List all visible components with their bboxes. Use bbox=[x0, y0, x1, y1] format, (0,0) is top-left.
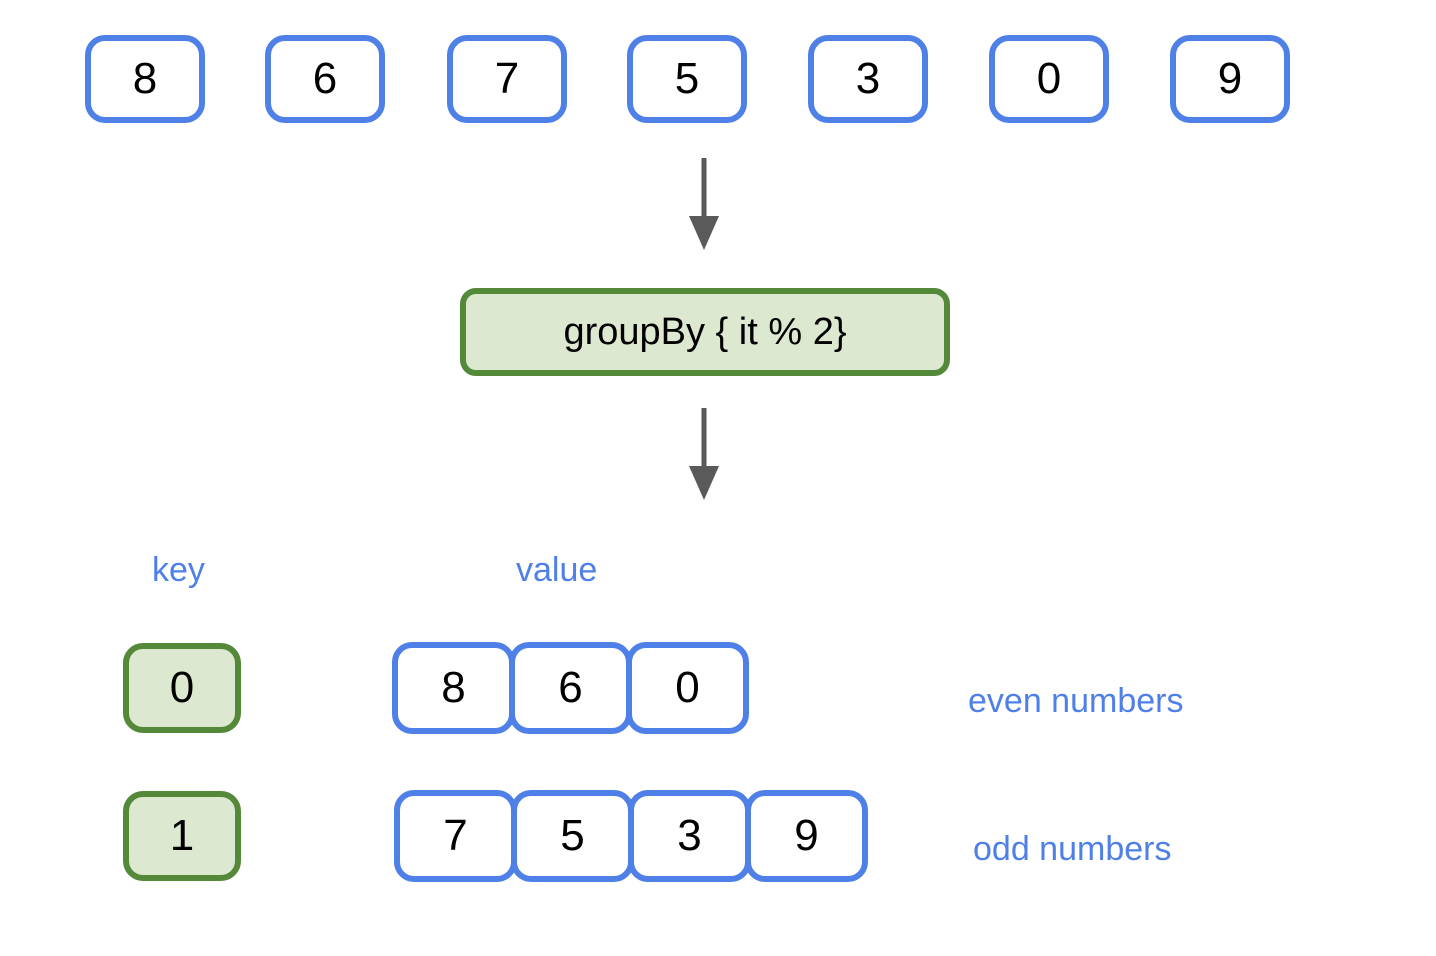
value-cell: 9 bbox=[745, 790, 868, 882]
key-chip: 0 bbox=[123, 643, 241, 733]
arrow-down-icon bbox=[684, 408, 724, 500]
input-cell: 0 bbox=[989, 35, 1109, 123]
row-annotation: even numbers bbox=[968, 682, 1184, 720]
arrow-down-icon bbox=[684, 158, 724, 250]
input-cell: 9 bbox=[1170, 35, 1290, 123]
key-chip: 1 bbox=[123, 791, 241, 881]
value-cell: 5 bbox=[511, 790, 634, 882]
key-column-label: key bbox=[152, 551, 205, 589]
row-annotation: odd numbers bbox=[973, 830, 1172, 868]
input-cell: 8 bbox=[85, 35, 205, 123]
input-cell: 3 bbox=[808, 35, 928, 123]
value-cell: 6 bbox=[509, 642, 632, 734]
value-cell: 7 bbox=[394, 790, 517, 882]
value-cell: 0 bbox=[626, 642, 749, 734]
input-cell: 5 bbox=[627, 35, 747, 123]
value-cell: 8 bbox=[392, 642, 515, 734]
value-cell: 3 bbox=[628, 790, 751, 882]
input-cell: 7 bbox=[447, 35, 567, 123]
input-cell: 6 bbox=[265, 35, 385, 123]
value-column-label: value bbox=[516, 551, 598, 589]
operation-box: groupBy { it % 2} bbox=[460, 288, 950, 376]
